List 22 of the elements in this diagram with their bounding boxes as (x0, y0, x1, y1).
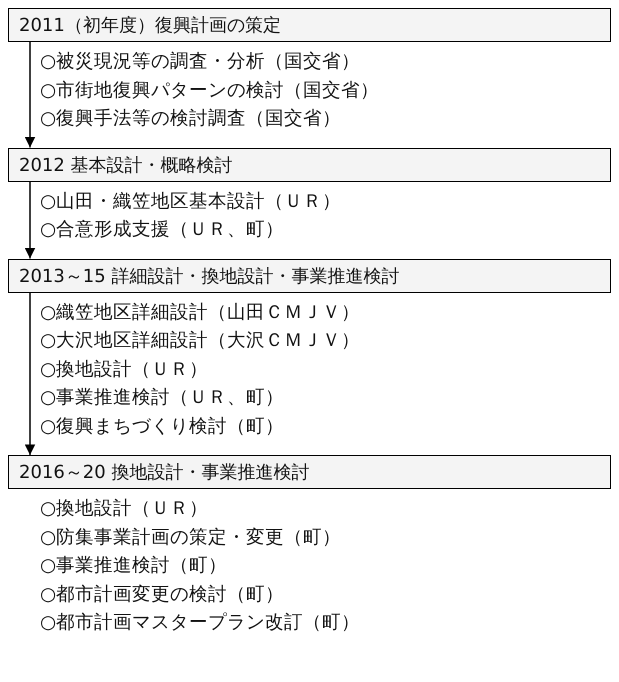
arrow (24, 182, 36, 258)
task-item: ○事業推進検討（町） (40, 554, 228, 578)
task-item: ○山田・織笠地区基本設計（ＵＲ） (40, 190, 342, 214)
task-item: ○換地設計（ＵＲ） (40, 358, 208, 382)
task-item: ○織笠地区詳細設計（山田ＣＭＪＶ） (40, 300, 360, 324)
stage-header-box: 2012 基本設計・概略検討 (8, 148, 611, 182)
stage-header-box: 2013～15 詳細設計・換地設計・事業推進検討 (8, 258, 611, 292)
task-item: ○大沢地区詳細設計（大沢ＣＭＪＶ） (40, 329, 360, 353)
task-item: ○都市計画変更の検討（町） (40, 582, 284, 606)
stage-header-box: 2016～20 換地設計・事業推進検討 (8, 455, 611, 489)
task-item: ○事業推進検討（ＵＲ、町） (40, 386, 284, 410)
task-item: ○市街地復興パターンの検討（国交省） (40, 78, 380, 102)
stage-header-box: 2011（初年度）復興計画の策定 (8, 8, 611, 42)
arrow (24, 42, 36, 148)
task-item: ○復興手法等の検討調査（国交省） (40, 107, 342, 131)
task-item: ○換地設計（ＵＲ） (40, 497, 208, 521)
task-item: ○防集事業計画の策定・変更（町） (40, 526, 342, 550)
task-item: ○復興まちづくり検討（町） (40, 414, 284, 438)
arrow (24, 292, 36, 455)
task-item: ○都市計画マスタープラン改訂（町） (40, 611, 360, 635)
task-item: ○被災現況等の調査・分析（国交省） (40, 50, 360, 74)
task-item: ○合意形成支援（ＵＲ、町） (40, 218, 284, 242)
